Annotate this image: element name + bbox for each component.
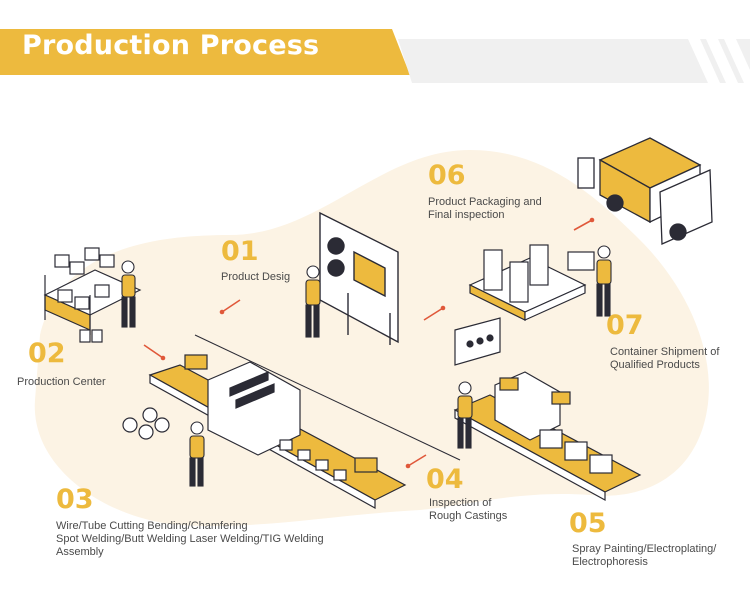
- step-number-01: 01: [221, 236, 259, 267]
- title-banner: [0, 29, 750, 83]
- guide-line: [194, 334, 461, 461]
- step-label-01: Product Desig: [221, 271, 290, 284]
- worker-02: [121, 260, 136, 328]
- worker-04: [457, 381, 473, 449]
- worker-03: [189, 421, 205, 487]
- step-label-06: Product Packaging and Final inspection: [428, 196, 542, 222]
- step-label-07: Container Shipment of Qualified Products: [610, 346, 719, 372]
- step-label-line: Electrophoresis: [572, 556, 648, 568]
- step-number-03: 03: [56, 484, 94, 515]
- step-label-line: Final inspection: [428, 209, 505, 221]
- step-label-line: Assembly: [56, 546, 104, 558]
- step-label-line: Product Desig: [221, 271, 291, 283]
- worker-06: [596, 245, 612, 317]
- step-number-07: 07: [606, 310, 644, 341]
- step-number-04: 04: [426, 464, 464, 495]
- step-number-06: 06: [428, 160, 466, 191]
- painting-line: [453, 317, 642, 502]
- shipping-truck: [577, 137, 713, 245]
- step-label-02: Production Center: [17, 376, 106, 389]
- step-number-05: 05: [569, 508, 607, 539]
- warehouse-shelf: [43, 247, 142, 343]
- connector-lines: [143, 219, 593, 467]
- step-label-05: Spray Painting/Electroplating/ Electroph…: [572, 543, 716, 569]
- step-label-03: Wire/Tube Cutting Bending/Chamfering Spo…: [56, 520, 324, 559]
- step-label-line: Container Shipment of: [610, 346, 720, 358]
- step-label-line: Inspection of: [429, 497, 492, 509]
- step-label-line: Wire/Tube Cutting Bending/Chamfering: [56, 520, 248, 532]
- worker-01: [305, 265, 321, 338]
- step-label-line: Product Packaging and: [428, 196, 542, 208]
- design-board: [319, 211, 399, 345]
- step-label-line: Rough Castings: [429, 510, 508, 522]
- step-label-line: Spot Welding/Butt Welding Laser Welding/…: [56, 533, 324, 545]
- step-label-line: Production Center: [17, 376, 106, 388]
- connector-dots: [160, 217, 595, 469]
- welding-line: [122, 354, 407, 510]
- step-label-line: Qualified Products: [610, 359, 700, 371]
- step-number-02: 02: [28, 338, 66, 369]
- page-title: Production Process: [22, 30, 320, 61]
- step-label-line: Spray Painting/Electroplating/: [572, 543, 717, 555]
- packaging-pallet: [468, 244, 595, 321]
- step-label-04: Inspection of Rough Castings: [429, 497, 507, 523]
